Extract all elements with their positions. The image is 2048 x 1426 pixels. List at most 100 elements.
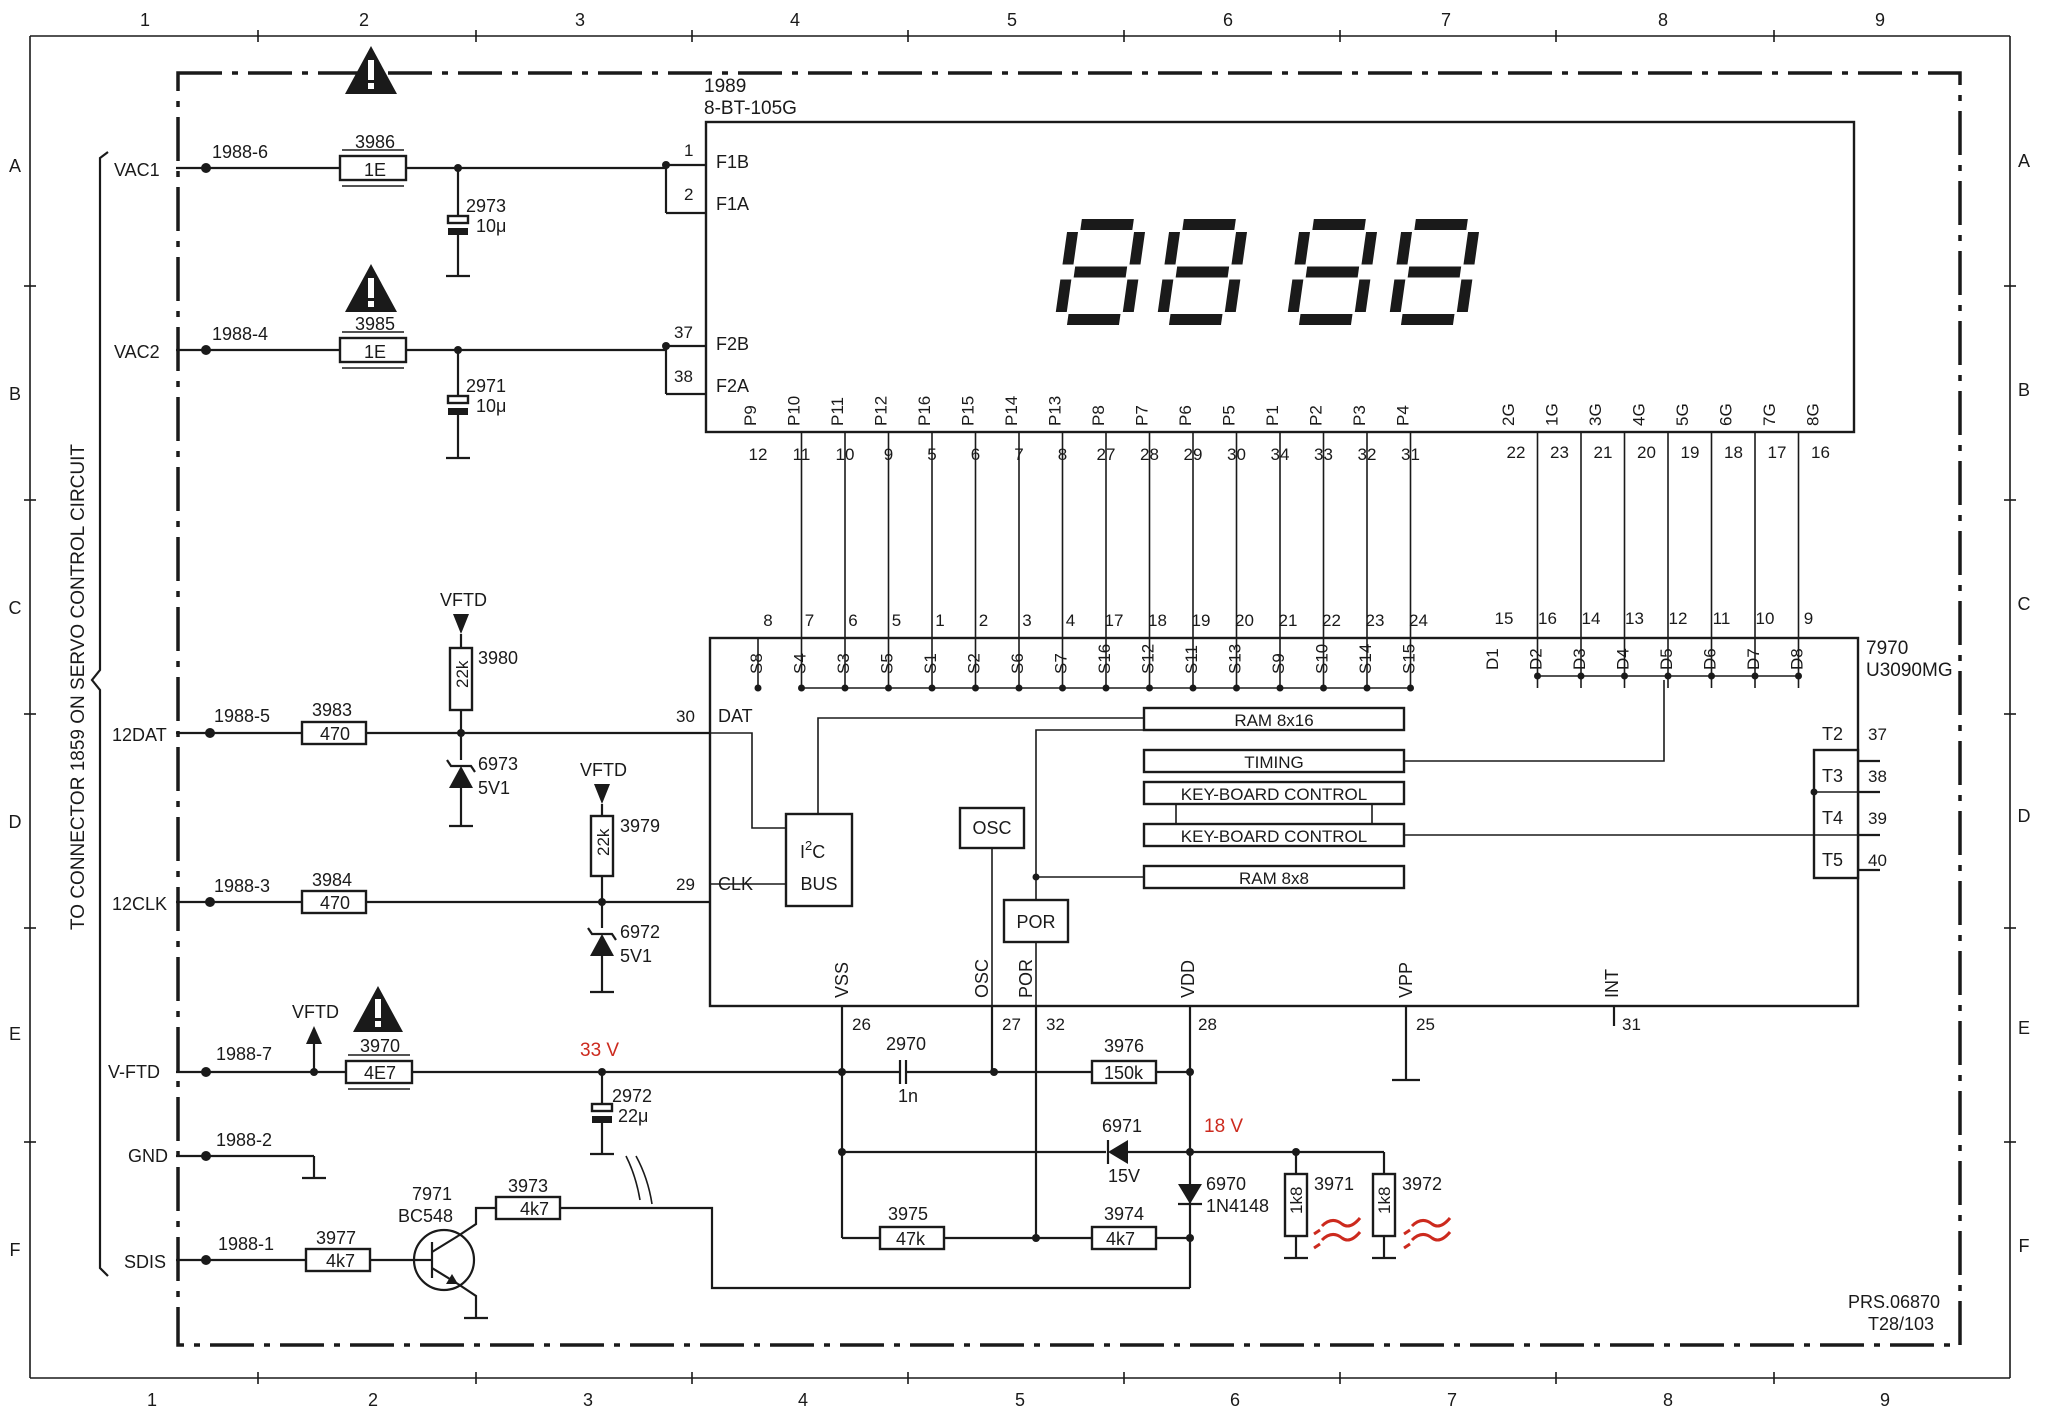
- drawing-page: T28/103: [1868, 1314, 1934, 1334]
- component-value: 10μ: [476, 216, 506, 236]
- component-ref: 3972: [1402, 1174, 1442, 1194]
- vac2-branch: 3985 1E 2971 10μ: [176, 264, 666, 460]
- component-ref: 6971: [1102, 1116, 1142, 1136]
- display-segment-pin-name: P10: [785, 396, 804, 426]
- grid-row-label: A: [2018, 151, 2030, 171]
- pin-name: F2A: [716, 376, 749, 396]
- component-ref: 2972: [612, 1086, 652, 1106]
- seven-segment-digit: [1053, 217, 1148, 327]
- signal-label: VAC2: [114, 342, 160, 362]
- connector-pin: 1988-6: [212, 142, 268, 162]
- ic-segment-pin-number: 23: [1366, 611, 1385, 630]
- vftd-label: VFTD: [440, 590, 487, 610]
- grid-col-label: 3: [575, 10, 585, 30]
- pin-number: 2: [684, 185, 693, 204]
- display-type: 8-BT-105G: [704, 98, 797, 119]
- ic-segment-pin-name: S9: [1269, 653, 1288, 674]
- component-value: 5V1: [620, 946, 652, 966]
- ic-segment-pin-number: 19: [1192, 611, 1211, 630]
- display-grid-pin-name: 3G: [1586, 403, 1605, 426]
- pin-name: INT: [1602, 969, 1622, 998]
- component-ref: 3983: [312, 700, 352, 720]
- grid-col-label: 3: [583, 1390, 593, 1410]
- display-grid-pin-name: 2G: [1499, 403, 1518, 426]
- component-ref: 3984: [312, 870, 352, 890]
- grid-col-label: 8: [1658, 10, 1668, 30]
- grid-col-label: 4: [790, 10, 800, 30]
- vac1-branch: 3986 1E 2973 10μ: [176, 46, 666, 278]
- ic-body: [708, 636, 1860, 1008]
- pin-number: 39: [1868, 809, 1887, 828]
- ic-segment-pin-name: S10: [1313, 644, 1332, 674]
- grid-row-label: C: [2018, 594, 2031, 614]
- component-value: 150k: [1104, 1063, 1144, 1083]
- display-segment-pin-name: P8: [1089, 405, 1108, 426]
- pin-name: CLK: [718, 874, 753, 894]
- ic-digit-pin-name: D1: [1483, 648, 1502, 670]
- display-segment-pin-name: P1: [1263, 405, 1282, 426]
- grid-col-label: 9: [1880, 1390, 1890, 1410]
- pin-name: F1A: [716, 194, 749, 214]
- pin-number: 32: [1046, 1015, 1065, 1034]
- display-grid-pin-name: 8G: [1804, 403, 1823, 426]
- ic-segment-pin-name: S16: [1095, 644, 1114, 674]
- connector-pin: 1988-4: [212, 324, 268, 344]
- component-ref: 2973: [466, 196, 506, 216]
- component-ref: 3979: [620, 816, 660, 836]
- display-ref: 1989: [704, 76, 746, 97]
- display-segment-pin-name: P16: [915, 396, 934, 426]
- ic-digit-pin-name: D7: [1744, 648, 1763, 670]
- component-ref: 6970: [1206, 1174, 1246, 1194]
- display-grid-pin-name: 1G: [1543, 403, 1562, 426]
- component-ref: 3973: [508, 1176, 548, 1196]
- connector-brace: [90, 151, 109, 1277]
- display-body: [704, 120, 1856, 434]
- grid-col-label: 7: [1441, 10, 1451, 30]
- pin-name: VPP: [1396, 962, 1416, 998]
- block-label: RAM 8x8: [1239, 869, 1309, 888]
- ic-digit-pin-name: D5: [1657, 648, 1676, 670]
- component-value: 15V: [1108, 1166, 1140, 1186]
- grid-row-label: F: [2019, 1236, 2030, 1256]
- ic-segment-pin-name: S13: [1226, 644, 1245, 674]
- display-grid-pin-name: 6G: [1717, 403, 1736, 426]
- signal-label: 12CLK: [112, 894, 167, 914]
- ic-segment-pin-name: S1: [921, 653, 940, 674]
- voltage-annotation: 18 V: [1204, 1116, 1243, 1137]
- component-ref: 3986: [355, 132, 395, 152]
- block-label: KEY-BOARD CONTROL: [1181, 785, 1367, 804]
- ic-digit-pin-number: 11: [1713, 609, 1731, 628]
- grid-row-label: D: [2018, 806, 2031, 826]
- transistor-7971: [412, 1206, 496, 1320]
- component-value: 1E: [364, 342, 386, 362]
- ic-digit-pin-name: D4: [1614, 648, 1633, 670]
- grid-col-labels-top: 1 2 3 4 5 6 7 8 9: [140, 10, 1885, 30]
- ic-segment-pin-number: 21: [1279, 611, 1298, 630]
- component-value: 47k: [896, 1229, 926, 1249]
- component-ref: 3971: [1314, 1174, 1354, 1194]
- ic-digit-pin-number: 16: [1538, 609, 1557, 628]
- ic-segment-pin-number: 5: [892, 611, 901, 630]
- ic-segment-pin-name: S15: [1400, 644, 1419, 674]
- pin-number: 25: [1416, 1015, 1435, 1034]
- c2973: [446, 214, 470, 225]
- component-value: 1E: [364, 160, 386, 180]
- component-ref: 3980: [478, 648, 518, 668]
- pin-number: 1: [684, 141, 693, 160]
- component-ref: 6972: [620, 922, 660, 942]
- pin-name: T4: [1822, 808, 1843, 828]
- grid-row-label: C: [9, 598, 22, 618]
- c2972: [590, 1102, 614, 1113]
- connector-pin: 1988-2: [216, 1130, 272, 1150]
- display-grid-pin-number: 22: [1507, 443, 1526, 462]
- ic-segment-pin-name: S11: [1182, 645, 1201, 674]
- component-value: 4k7: [326, 1251, 355, 1271]
- ic-ref: 7970: [1866, 638, 1908, 659]
- heat-mark-icon: [1313, 1217, 1452, 1250]
- pin-name: F1B: [716, 152, 749, 172]
- ic-segment-pin-number: 6: [848, 611, 857, 630]
- osc-label: OSC: [972, 818, 1011, 838]
- vfd-display-1989: 1989 8-BT-105G 1 2 37 38 F1B F1A F2B F2A…: [662, 76, 1856, 464]
- display-segment-pin-number: 12: [749, 445, 768, 464]
- ram-8x16-block: [1142, 706, 1406, 732]
